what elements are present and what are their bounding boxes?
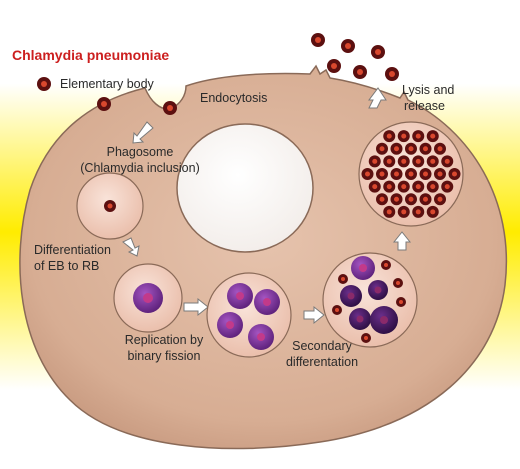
elementary-body-icon — [390, 142, 403, 155]
elementary-body-icon — [419, 168, 432, 180]
elementary-body-icon — [412, 155, 425, 168]
elementary-body-icon — [383, 155, 396, 168]
elementary-body-icon — [385, 67, 399, 81]
elementary-body-icon — [341, 39, 355, 53]
elementary-body-icon — [397, 180, 410, 193]
arrow-secondary-icon — [303, 305, 325, 325]
arrow-lysis-icon — [368, 87, 387, 109]
elementary-body-icon — [397, 155, 410, 168]
label-differentiation-line1: Differentiation — [34, 243, 111, 257]
elementary-body-icon — [361, 168, 374, 180]
elementary-body-icon — [37, 77, 51, 91]
elementary-body-icon — [405, 193, 417, 206]
reticulate-body-icon — [340, 285, 362, 307]
elementary-body-icon — [97, 97, 111, 111]
elementary-body-icon — [353, 65, 367, 79]
elementary-body-icon — [368, 180, 381, 193]
reticulate-body-icon — [254, 289, 280, 315]
elementary-body-icon — [376, 168, 388, 180]
elementary-body-icon — [419, 193, 432, 206]
elementary-body-icon — [396, 297, 406, 307]
elementary-body-icon — [390, 168, 403, 180]
elementary-body-icon — [426, 180, 439, 193]
elementary-body-icon — [426, 205, 439, 218]
phagosome — [76, 172, 144, 240]
elementary-body-icon — [412, 180, 425, 193]
elementary-body-icon — [361, 333, 371, 343]
elementary-body-icon — [311, 33, 325, 47]
reticulate-body-icon — [248, 324, 274, 350]
arrow-to-mature-icon — [392, 231, 412, 251]
label-replication-line1: Replication by — [125, 333, 204, 347]
reticulate-body-icon — [217, 312, 243, 338]
label-phagosome-line2: (Chlamydia inclusion) — [80, 161, 200, 175]
label-phagosome-line1: Phagosome — [107, 145, 174, 159]
elementary-body-icon — [419, 142, 432, 155]
elementary-body-icon — [441, 180, 454, 193]
elementary-body-icon — [390, 193, 403, 206]
elementary-body-icon — [383, 205, 396, 218]
elementary-body-icon — [332, 305, 342, 315]
elementary-body-icon — [383, 180, 396, 193]
reticulate-body-icon — [351, 256, 375, 280]
arrow-endocytosis-icon — [132, 121, 154, 144]
elementary-body-icon — [376, 193, 388, 206]
label-differentiation-line2: of EB to RB — [34, 259, 99, 273]
inclusion-secondary-differentiation — [322, 252, 418, 348]
elementary-body-icon — [434, 142, 446, 155]
elementary-body-icon — [338, 274, 348, 284]
inclusion-single-rb — [113, 263, 183, 333]
elementary-body-icon — [327, 59, 341, 73]
label-endocytosis: Endocytosis — [200, 91, 267, 105]
reticulate-body-icon — [349, 308, 371, 330]
nucleus — [176, 123, 314, 253]
elementary-body-icon — [412, 130, 425, 143]
elementary-body-icon — [441, 155, 454, 168]
elementary-body-icon — [368, 155, 381, 168]
elementary-body-icon — [426, 155, 439, 168]
label-lysis-line1: Lysis and — [402, 83, 454, 97]
elementary-body-icon — [376, 142, 388, 155]
elementary-body-icon — [393, 278, 403, 288]
elementary-body-icon — [371, 45, 385, 59]
elementary-body-icon — [448, 168, 461, 180]
arrows — [122, 87, 412, 325]
label-lysis-line2: release — [404, 99, 445, 113]
elementary-body-icon — [163, 101, 177, 115]
reticulate-body-icon — [370, 306, 398, 334]
reticulate-body-icon — [368, 280, 388, 300]
inclusion-mature-ebs — [358, 121, 464, 227]
host-cell — [19, 64, 507, 450]
elementary-bodies-entering — [37, 77, 177, 115]
elementary-body-icon — [434, 193, 446, 206]
label-secondary-line2: differentation — [286, 355, 358, 369]
elementary-body-icon — [405, 142, 417, 155]
arrow-differentiation-icon — [122, 237, 140, 257]
elementary-body-icon — [383, 130, 396, 143]
label-elementary-body: Elementary body — [60, 77, 155, 91]
elementary-body-icon — [412, 205, 425, 218]
elementary-bodies-released — [311, 33, 399, 81]
reticulate-body-icon — [227, 283, 253, 309]
elementary-body-icon — [397, 130, 410, 143]
arrow-replication-icon — [183, 297, 209, 317]
inclusion-dividing-rbs — [206, 272, 292, 358]
label-replication-line2: binary fission — [128, 349, 201, 363]
elementary-body-icon — [426, 130, 439, 143]
elementary-body-icon — [381, 260, 391, 270]
diagram-title: Chlamydia pneumoniae — [12, 47, 169, 63]
elementary-body-icon — [405, 168, 417, 180]
elementary-body-icon — [434, 168, 446, 180]
label-secondary-line1: Secondary — [292, 339, 353, 353]
elementary-body-icon — [397, 205, 410, 218]
